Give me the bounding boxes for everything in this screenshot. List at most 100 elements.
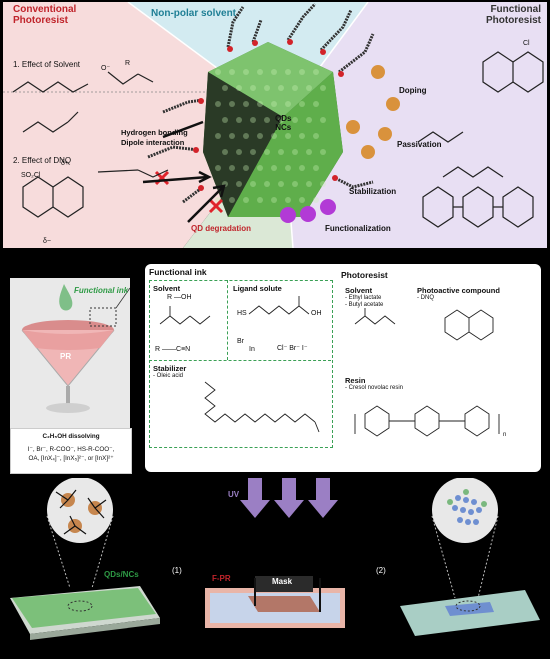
passivation-label: Passivation [397, 140, 442, 149]
functional-spheres [280, 199, 336, 223]
nc-atom [264, 149, 270, 155]
nc-atom [271, 197, 277, 203]
ligand-chains [147, 2, 375, 204]
qds-ncs-bottom-label: QDs/NCs [104, 570, 139, 579]
pr-solvent-item-2: - Butyl acetate [345, 302, 384, 308]
nc-atom [222, 85, 228, 91]
nc-atom [271, 165, 277, 171]
nonpolar-title: Non-polar solvent [151, 8, 237, 19]
step2-label: (2) [376, 566, 386, 575]
nc-atom [313, 69, 319, 75]
mask-label: Mask [272, 577, 293, 586]
oh-label-ligand: OH [311, 310, 322, 317]
nc-atom [292, 149, 298, 155]
nc-atom [292, 85, 298, 91]
nc-atom [306, 181, 312, 187]
ncs-line: NCs [275, 123, 292, 132]
pr-label: PR [60, 352, 72, 361]
solvent-structures [12, 71, 169, 218]
stabilizer-title: Stabilizer [153, 364, 187, 373]
nc-atom [257, 133, 263, 139]
nc-atom [306, 117, 312, 123]
nc-atom [285, 101, 291, 107]
ions-label: Cl⁻ Br⁻ I⁻ [277, 345, 308, 352]
nc-atom [257, 165, 263, 171]
hbond-label: Hydrogen bonding Dipole interaction [121, 128, 188, 148]
nc-atom [285, 133, 291, 139]
molecule-drawings [159, 296, 500, 437]
panel-functional-ink-title: Functional ink [149, 267, 207, 277]
nc-atom [264, 85, 270, 91]
functional-ink-label: Functional ink [74, 286, 129, 295]
ligand-list-line1: I⁻, Br⁻, R-COO⁻, HS-R-COO⁻, [27, 446, 115, 453]
conventional-title-line2: Photoresist [13, 15, 69, 26]
cl-right-label: Cl [523, 40, 530, 47]
delta-minus-label: δ− [43, 238, 51, 245]
qds-ncs-label: QDs NCs [275, 114, 291, 132]
conventional-title-line1: Conventional [13, 4, 77, 15]
nc-atom [278, 85, 284, 91]
nc-atom [257, 69, 263, 75]
delta-plus-label: δ+ [61, 160, 69, 167]
nc-atom [257, 197, 263, 203]
nc-atom [306, 85, 312, 91]
nc-atom [243, 133, 249, 139]
nc-atom [257, 101, 263, 107]
nc-atom [243, 69, 249, 75]
stabilization-label: Stabilization [349, 187, 397, 196]
dissolving-label: C₂H₅OH dissolving [42, 433, 100, 440]
right-zoom-qds [447, 489, 487, 525]
solvent-title: Solvent [153, 284, 181, 293]
nc-atom [236, 181, 242, 187]
qds-line: QDs [275, 114, 292, 123]
nc-atom [306, 149, 312, 155]
nc-atom [313, 165, 319, 171]
ligand-list-line2: OA, [InX₄]⁻, [InX₅]²⁻, or [InX]²⁺ [28, 455, 114, 462]
bottom-illustration: UV (1) (2) QDs/NCs F-PR Mask [0, 477, 550, 654]
nc-atom [278, 149, 284, 155]
nc-atom [236, 117, 242, 123]
nc-atom [299, 69, 305, 75]
nc-atom [299, 133, 305, 139]
functional-title-line2: Photoresist [485, 15, 541, 26]
nc-atom [243, 197, 249, 203]
nc-atom [229, 69, 235, 75]
nc-atom [229, 165, 235, 171]
nc-atom [243, 165, 249, 171]
qd-degradation-label: QD degradation [191, 224, 252, 233]
solvent-divider [227, 280, 228, 360]
photoactive-sub: - DNQ [417, 295, 434, 301]
nc-atom [215, 133, 221, 139]
r-oh-label: R —OH [167, 294, 192, 301]
n-label: n [503, 432, 507, 438]
sh-label: HS [237, 310, 247, 317]
o-minus-label: O⁻ [101, 65, 111, 72]
materials-panel: Functional ink Solvent R —OH R ——C≡N Lig… [145, 264, 541, 472]
ligand-heads [193, 39, 344, 191]
conventional-title: Conventional Photoresist [13, 4, 76, 26]
nc-atom [215, 165, 221, 171]
functional-title-line1: Functional [490, 4, 541, 15]
fpr-label: F-PR [212, 574, 231, 583]
nc-atom [271, 101, 277, 107]
nc-atom [250, 85, 256, 91]
resin-title: Resin [345, 376, 366, 385]
nc-atom [215, 101, 221, 107]
nc-atom [264, 181, 270, 187]
nc-atom [313, 101, 319, 107]
pr-solvent-item-1: - Ethyl lactate [345, 295, 382, 301]
nc-atom [229, 101, 235, 107]
nc-atom [320, 117, 326, 123]
functional-ink-cup: Functional ink PR [10, 278, 131, 428]
dissolving-box: C₂H₅OH dissolving I⁻, Br⁻, R-COO⁻, HS-R-… [10, 428, 132, 474]
nc-atom [278, 181, 284, 187]
pr-solvent-title: Solvent [345, 286, 373, 295]
nc-atom [313, 197, 319, 203]
nc-atom [236, 85, 242, 91]
step1-label: (1) [172, 566, 182, 575]
top-panel-illustration [3, 1, 547, 249]
so2cl-left-label: SO₂Cl [21, 172, 41, 179]
ligand-title: Ligand solute [233, 284, 282, 293]
nc-atom [320, 149, 326, 155]
interaction-arrows [142, 120, 226, 223]
